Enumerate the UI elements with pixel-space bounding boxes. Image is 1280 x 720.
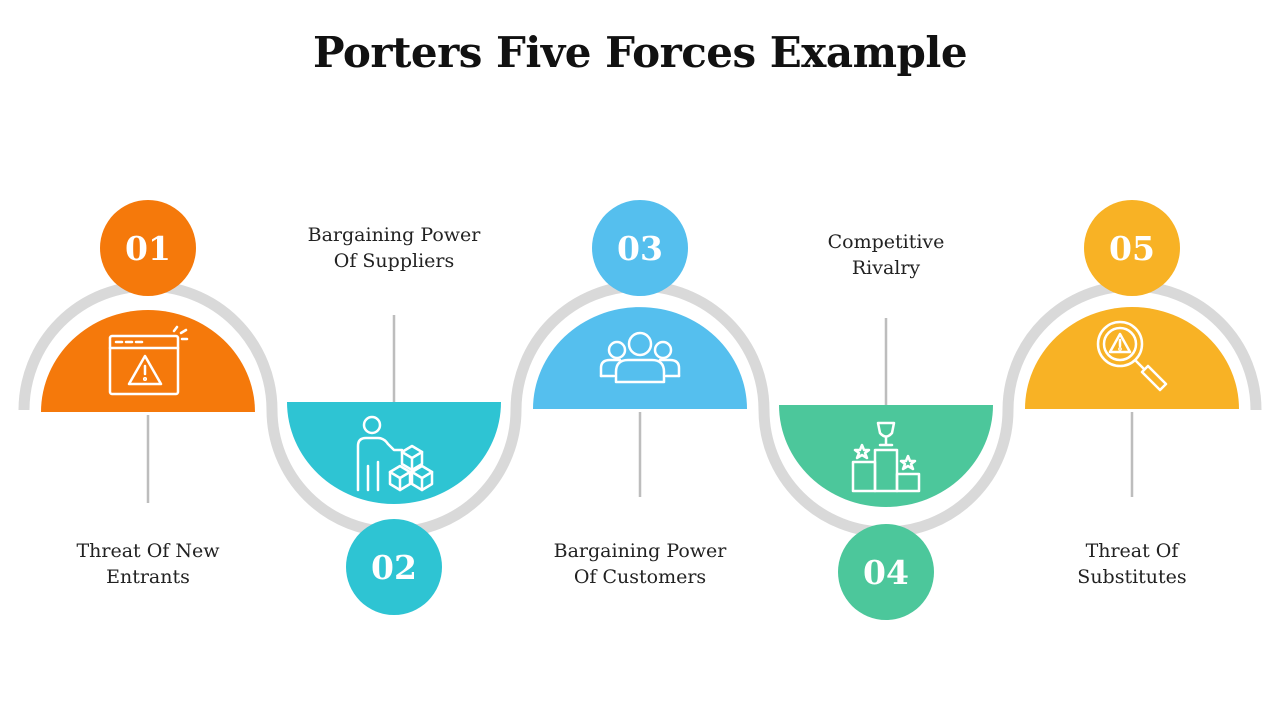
segment-02 [287,402,501,504]
page-title: Porters Five Forces Example [312,28,968,77]
svg-text:04: 04 [863,553,909,592]
segment-03 [533,307,747,409]
number-badge-05: 05 [1084,200,1180,296]
number-badge-01: 01 [100,200,196,296]
number-badge-02: 02 [346,519,442,615]
svg-text:01: 01 [125,229,171,268]
podium-trophy-icon [851,421,921,493]
magnifier-warning-icon [1096,320,1168,392]
group-icon [599,331,681,384]
person-boxes-icon [356,415,434,492]
svg-text:03: 03 [617,229,663,268]
number-badge-03: 03 [592,200,688,296]
svg-text:02: 02 [371,548,417,587]
browser-warning-icon [108,325,189,396]
number-badge-04: 04 [838,524,934,620]
svg-text:05: 05 [1109,229,1155,268]
segment-05 [1025,307,1239,409]
segment-04 [779,405,993,507]
